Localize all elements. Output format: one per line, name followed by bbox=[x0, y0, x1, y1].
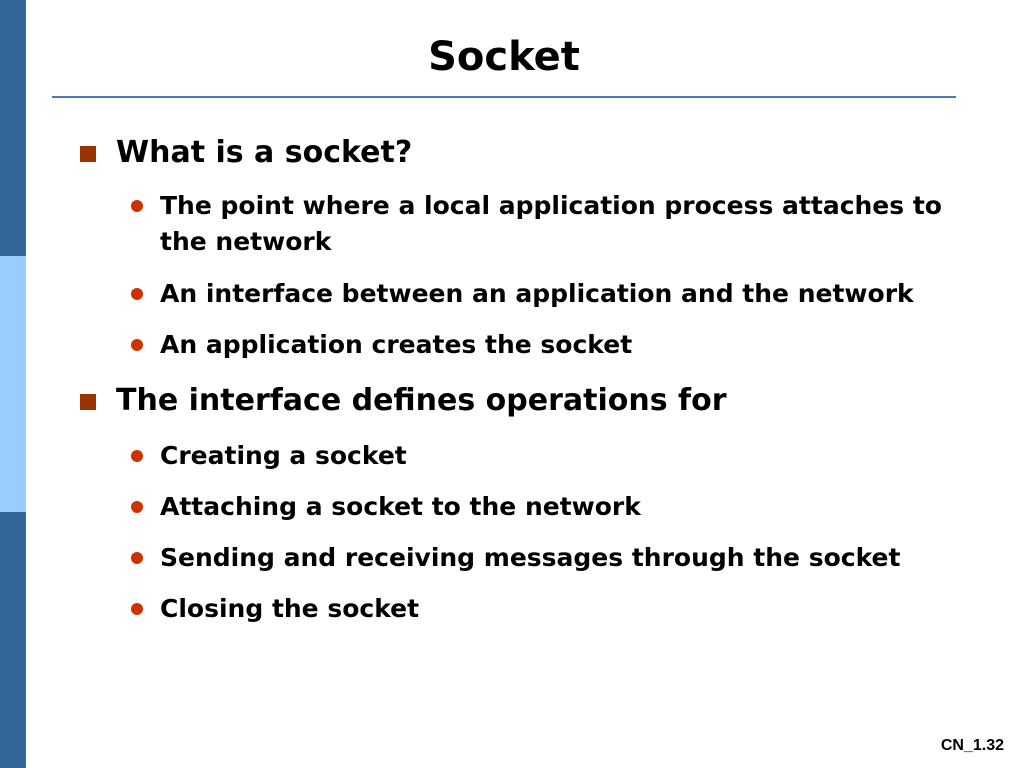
sub-bullet-text: Attaching a socket to the network bbox=[160, 492, 641, 521]
title-divider bbox=[52, 96, 956, 98]
slide-number: CN_1.32 bbox=[940, 737, 1004, 754]
sidebar-decoration bbox=[0, 0, 26, 768]
sidebar-segment-middle bbox=[0, 256, 26, 512]
round-bullet-icon bbox=[131, 603, 143, 615]
sub-bullet-text: Closing the socket bbox=[160, 594, 420, 623]
sub-bullet-text: Sending and receiving messages through t… bbox=[160, 543, 901, 572]
square-bullet-icon bbox=[80, 394, 96, 410]
sub-bullet-text: Creating a socket bbox=[160, 441, 407, 470]
slide-title: Socket bbox=[428, 34, 580, 80]
round-bullet-icon bbox=[131, 288, 143, 300]
sidebar-segment-bottom bbox=[0, 512, 26, 768]
sub-bullet-text: An application creates the socket bbox=[160, 330, 633, 359]
bullet-text: The interface defines operations for bbox=[116, 383, 727, 418]
round-bullet-icon bbox=[131, 450, 143, 462]
sub-bullet-text: The point where a local application proc… bbox=[160, 191, 942, 256]
round-bullet-icon bbox=[131, 339, 143, 351]
round-bullet-icon bbox=[131, 501, 143, 513]
round-bullet-icon bbox=[131, 552, 143, 564]
round-bullet-icon bbox=[131, 200, 143, 212]
bullet-text: What is a socket? bbox=[116, 135, 413, 170]
sidebar-segment-top bbox=[0, 0, 26, 256]
sub-bullet-text: An interface between an application and … bbox=[160, 279, 914, 308]
square-bullet-icon bbox=[80, 146, 96, 162]
